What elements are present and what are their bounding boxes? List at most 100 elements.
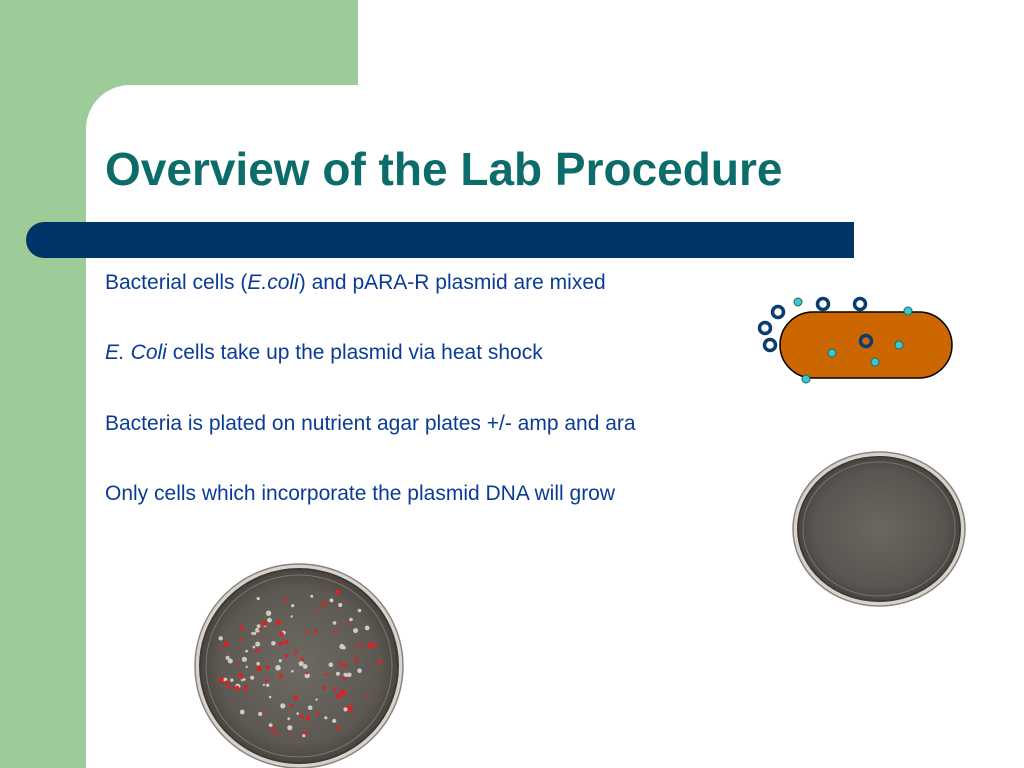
red-colony xyxy=(359,643,363,648)
red-colony xyxy=(234,685,240,691)
red-colony xyxy=(239,638,243,641)
bullet-4: Only cells which incorporate the plasmid… xyxy=(105,482,615,506)
white-top-area xyxy=(358,0,1024,86)
white-colony xyxy=(252,645,256,649)
white-colony xyxy=(307,705,313,710)
white-colony xyxy=(347,672,352,678)
plasmid-ring xyxy=(770,304,786,320)
red-colony xyxy=(354,658,359,662)
red-colony xyxy=(262,621,267,626)
white-colony xyxy=(250,675,255,680)
white-colony xyxy=(324,716,328,720)
empty-petri-dish xyxy=(792,451,966,607)
red-colony xyxy=(346,622,349,626)
red-colony xyxy=(322,601,327,607)
white-colony xyxy=(302,664,308,669)
red-colony xyxy=(367,642,374,648)
white-colony xyxy=(256,661,260,666)
red-colony xyxy=(336,726,340,730)
white-colony xyxy=(243,678,246,681)
red-colony xyxy=(278,641,282,645)
red-colony xyxy=(261,709,264,713)
white-colony xyxy=(262,683,266,687)
bullet-2-italic: E. Coli xyxy=(105,341,167,364)
red-colony xyxy=(236,662,240,665)
red-colony xyxy=(299,714,304,719)
white-colony xyxy=(230,678,234,682)
red-colony xyxy=(270,727,275,732)
small-dot xyxy=(801,374,811,384)
red-colony xyxy=(302,731,307,736)
red-colony xyxy=(373,643,377,648)
red-colony xyxy=(324,673,328,676)
white-colony xyxy=(240,679,244,682)
title-underline-bar xyxy=(26,222,854,258)
bacterium-illustration xyxy=(757,296,953,384)
small-dot xyxy=(894,340,904,350)
red-colony xyxy=(265,678,269,683)
red-colony xyxy=(322,685,327,690)
white-colony xyxy=(296,712,300,715)
white-colony xyxy=(280,703,286,709)
white-colony xyxy=(252,631,257,636)
red-colony xyxy=(300,657,304,661)
white-colony xyxy=(291,670,294,673)
red-colony xyxy=(223,641,229,647)
white-colony xyxy=(298,661,304,667)
bullet-3-text: Bacteria is plated on nutrient agar plat… xyxy=(105,412,636,435)
red-colony xyxy=(335,589,340,595)
white-colony xyxy=(357,608,362,613)
white-colony xyxy=(251,632,254,635)
white-colony xyxy=(225,655,230,660)
white-colony xyxy=(302,734,306,738)
red-colony xyxy=(239,625,244,630)
white-colony xyxy=(271,641,276,646)
red-colony xyxy=(336,693,342,699)
red-colony xyxy=(279,674,283,678)
white-colony xyxy=(332,621,337,625)
red-colony xyxy=(256,666,262,671)
white-colony xyxy=(265,610,272,616)
white-colony xyxy=(328,662,334,667)
bullet-1: Bacterial cells (E.coli) and pARA-R plas… xyxy=(105,271,606,295)
red-colony xyxy=(284,640,289,644)
white-colony xyxy=(364,625,370,631)
white-colony xyxy=(256,624,261,628)
white-colony xyxy=(290,615,293,618)
red-colony xyxy=(342,663,347,668)
red-colony xyxy=(276,619,281,625)
red-colony xyxy=(305,671,309,675)
red-colony xyxy=(293,695,298,701)
plasmid-ring xyxy=(815,296,831,312)
white-colony xyxy=(338,602,343,608)
red-colony xyxy=(338,661,341,665)
red-colony xyxy=(354,644,358,648)
red-colony xyxy=(342,676,346,680)
white-colony xyxy=(329,598,334,603)
white-colony xyxy=(343,707,348,712)
bullet-4-text: Only cells which incorporate the plasmid… xyxy=(105,482,616,505)
red-colony xyxy=(227,684,232,689)
red-colony xyxy=(377,659,383,664)
small-dot xyxy=(827,348,837,358)
red-colony xyxy=(219,645,222,648)
white-colony xyxy=(357,668,362,673)
white-colony xyxy=(287,725,293,731)
bullet-3: Bacteria is plated on nutrient agar plat… xyxy=(105,412,636,436)
red-colony xyxy=(265,665,270,670)
plasmid-ring xyxy=(757,320,773,336)
white-colony xyxy=(343,672,348,677)
bullet-2: E. Coli cells take up the plasmid via he… xyxy=(105,341,543,365)
white-colony xyxy=(241,656,247,662)
slide-title: Overview of the Lab Procedure xyxy=(105,143,783,195)
small-dot xyxy=(870,357,880,367)
red-colony xyxy=(279,632,284,637)
red-colony xyxy=(243,685,249,691)
bullet-2-post: cells take up the plasmid via heat shock xyxy=(166,341,543,364)
red-colony xyxy=(218,677,224,683)
white-colony xyxy=(310,594,314,598)
red-colony xyxy=(254,648,259,653)
red-colony xyxy=(237,673,243,679)
white-colony xyxy=(268,695,272,699)
